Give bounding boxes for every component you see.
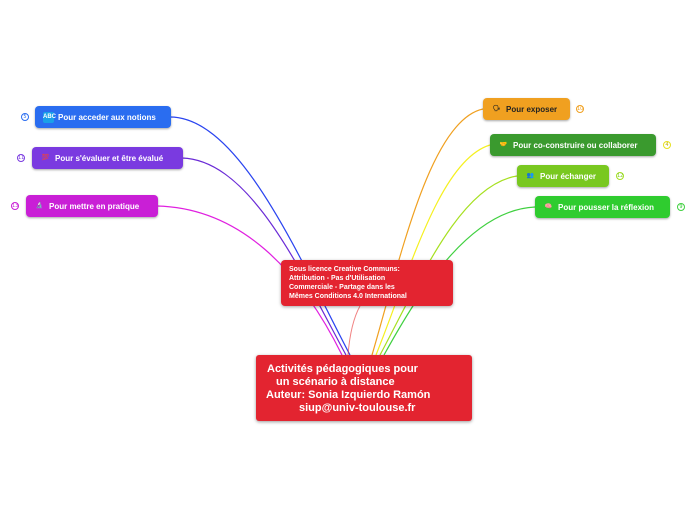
node-label: Pour pousser la réflexion: [558, 202, 655, 212]
node-acceder-notions[interactable]: ABC Pour acceder aux notions: [35, 106, 171, 128]
node-label: Pour mettre en pratique: [49, 201, 140, 211]
license-note[interactable]: Sous licence Creative Communs: Attributi…: [281, 260, 453, 306]
connector-reflexion: [383, 206, 536, 356]
connector-pratique: [156, 205, 343, 356]
central-email: siup@univ-toulouse.fr: [299, 402, 416, 414]
node-label: Pour acceder aux notions: [58, 112, 156, 122]
node-label: Pour exposer: [506, 104, 558, 114]
node-reflexion[interactable]: 🧠 Pour pousser la réflexion: [535, 196, 670, 218]
hundred-points-icon: 💯: [41, 154, 50, 161]
branch-count-badge[interactable]: 9: [677, 203, 685, 211]
microscope-icon: 🔬: [35, 202, 44, 209]
branch-count-badge[interactable]: 13: [11, 202, 19, 210]
node-label: Pour co-construire ou collaborer: [513, 140, 638, 150]
handshake-icon: 🤝: [499, 141, 508, 148]
node-echanger[interactable]: 👥 Pour échanger: [517, 165, 609, 187]
abc-icon: ABC: [43, 111, 56, 123]
connector-exposer: [371, 108, 484, 356]
connector-notions: [169, 116, 351, 356]
branch-count-badge[interactable]: 11: [17, 154, 25, 162]
central-title-line2: un scénario à distance: [276, 376, 395, 388]
node-label: Pour échanger: [540, 171, 597, 181]
branch-count-badge[interactable]: 5: [21, 113, 29, 121]
node-collaborer[interactable]: 🤝 Pour co-construire ou collaborer: [490, 134, 656, 156]
connector-collaborer: [375, 144, 491, 356]
connector-evaluer: [181, 157, 347, 356]
central-topic[interactable]: Activités pédagogiques pour un scénario …: [256, 355, 472, 421]
node-pratique[interactable]: 🔬 Pour mettre en pratique: [26, 195, 158, 217]
central-title-line1: Activités pédagogiques pour: [267, 363, 418, 375]
branch-count-badge[interactable]: 4: [663, 141, 671, 149]
central-author: Auteur: Sonia Izquierdo Ramón: [266, 389, 431, 401]
node-exposer[interactable]: 🗣 Pour exposer: [483, 98, 570, 120]
speaking-head-icon: 🗣: [492, 105, 501, 112]
node-evaluer[interactable]: 💯 Pour s'évaluer et être évalué: [32, 147, 183, 169]
node-label: Pour s'évaluer et être évalué: [55, 153, 164, 163]
connector-echanger: [379, 175, 518, 356]
people-icon: 👥: [526, 172, 535, 179]
branch-count-badge[interactable]: 10: [576, 105, 584, 113]
branch-count-badge[interactable]: 12: [616, 172, 624, 180]
connector-license: [347, 305, 361, 356]
brain-icon: 🧠: [544, 203, 553, 210]
